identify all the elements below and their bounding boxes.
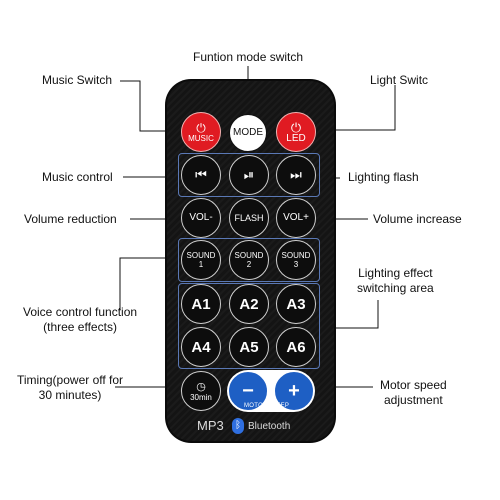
sound-word: SOUND — [234, 251, 264, 260]
power-icon: ⏻ — [290, 119, 302, 135]
clock-icon: ◷ — [196, 380, 206, 393]
timer-button[interactable]: ◷ 30min — [181, 371, 221, 411]
label-timing-line1: Timing(power off for — [17, 373, 124, 387]
mode-button-label: MODE — [233, 127, 263, 138]
flash-button[interactable]: FLASH — [229, 198, 269, 238]
sound-number: 3 — [293, 260, 299, 269]
vol-plus-label: VOL+ — [283, 212, 309, 223]
led-button-label: LED — [286, 132, 306, 144]
next-icon: ⏭ — [290, 167, 302, 182]
leader-lighting-area — [320, 300, 379, 329]
label-light-switc: Light Switc — [370, 73, 429, 87]
a4-button[interactable]: A4 — [181, 327, 221, 367]
label-motor-speed-line2: adjustment — [384, 393, 443, 407]
sound-3-button[interactable]: SOUND 3 — [276, 240, 316, 280]
sound-number: 1 — [198, 260, 204, 269]
label-voice-control-line2: (three effects) — [43, 320, 117, 334]
prev-icon: ⏮ — [195, 167, 207, 182]
led-button[interactable]: ⏻ LED — [276, 112, 316, 152]
a3-button[interactable]: A3 — [276, 284, 316, 324]
label-lighting-flash: Lighting flash — [348, 170, 419, 184]
label-motor-speed: Motor speed adjustment — [380, 378, 447, 408]
label-volume-increase: Volume increase — [373, 212, 462, 226]
label-timing-line2: 30 minutes) — [38, 388, 102, 402]
sound-number: 2 — [246, 260, 252, 269]
play-pause-icon: ⏯ — [243, 167, 255, 182]
a5-button[interactable]: A5 — [229, 327, 269, 367]
a4-label: A4 — [191, 338, 211, 356]
leader-light-switch — [320, 85, 396, 131]
music-button-label: MUSIC — [188, 133, 214, 143]
mp3-label: MP3 — [197, 418, 224, 433]
label-lighting-effect: Lighting effect switching area — [357, 266, 434, 296]
label-timing: Timing(power off for 30 minutes) — [17, 373, 123, 403]
a2-label: A2 — [239, 295, 259, 313]
label-music-control: Music control — [42, 170, 113, 184]
music-button[interactable]: ⏻ MUSIC — [181, 112, 221, 152]
label-voice-control-line1: Voice control function — [23, 305, 138, 319]
flash-label: FLASH — [234, 212, 264, 223]
label-lighting-effect-line1: Lighting effect — [358, 266, 433, 280]
vol-minus-label: VOL- — [189, 212, 213, 223]
label-volume-reduction: Volume reduction — [24, 212, 117, 226]
label-music-switch: Music Switch — [42, 73, 113, 87]
a3-label: A3 — [286, 295, 306, 313]
label-voice-control: Voice control function (three effects) — [23, 305, 137, 335]
a5-label: A5 — [239, 338, 259, 356]
sound-group — [178, 238, 320, 282]
label-lighting-effect-line2: switching area — [357, 281, 434, 295]
leader-music-switch — [120, 80, 180, 132]
lighting-effect-group — [178, 283, 320, 369]
motor-speed-plus-button[interactable]: + — [275, 372, 313, 410]
bluetooth-label: Bluetooth — [248, 421, 291, 432]
next-button[interactable]: ⏭ — [276, 155, 316, 195]
mode-button[interactable]: MODE — [229, 114, 267, 152]
timer-label: 30min — [190, 392, 212, 402]
vol-plus-button[interactable]: VOL+ — [276, 198, 316, 238]
plus-label: + — [288, 379, 300, 402]
a1-label: A1 — [191, 295, 211, 313]
sound-1-button[interactable]: SOUND 1 — [181, 240, 221, 280]
music-control-group — [178, 153, 320, 197]
a2-button[interactable]: A2 — [229, 284, 269, 324]
bluetooth-icon: ᛒ — [232, 418, 244, 434]
sound-word: SOUND — [281, 251, 311, 260]
label-funtion-mode-switch: Funtion mode switch — [193, 50, 304, 64]
leader-voice-control — [119, 257, 178, 310]
label-motor-speed-line1: Motor speed — [380, 378, 447, 392]
play-pause-button[interactable]: ⏯ — [229, 155, 269, 195]
a6-button[interactable]: A6 — [276, 327, 316, 367]
minus-label: − — [242, 379, 254, 402]
prev-button[interactable]: ⏮ — [181, 155, 221, 195]
motor-speed-minus-button[interactable]: − — [229, 372, 267, 410]
sound-word: SOUND — [186, 251, 216, 260]
power-icon: ⏻ — [196, 120, 206, 135]
a6-label: A6 — [286, 338, 306, 356]
vol-minus-button[interactable]: VOL- — [181, 198, 221, 238]
sound-2-button[interactable]: SOUND 2 — [229, 240, 269, 280]
motorspeed-label: MOTORSPEEP — [244, 403, 290, 409]
a1-button[interactable]: A1 — [181, 284, 221, 324]
